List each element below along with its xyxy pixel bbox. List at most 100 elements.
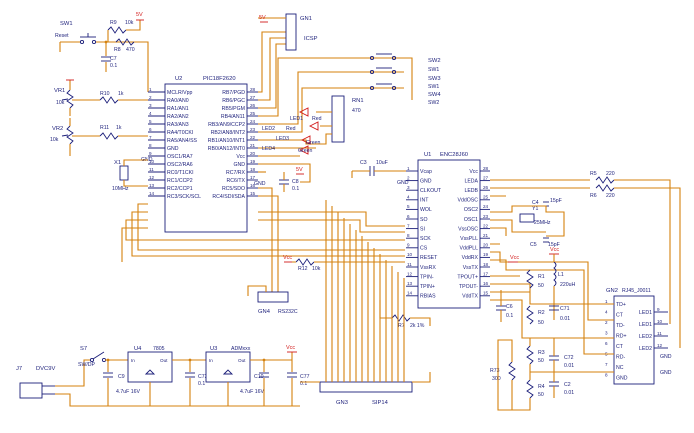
mcu-right-pin-num-1: 27 bbox=[250, 95, 256, 100]
c2-capacitor: C2 0.01 bbox=[549, 381, 574, 396]
tact-switch-sw2[interactable]: SW2 SW1 bbox=[369, 53, 441, 73]
enc-left-pin-num-0: 1 bbox=[407, 166, 410, 171]
enc-right-pin-num-8: 20 bbox=[483, 243, 489, 248]
mcu-right-pin-num-4: 24 bbox=[250, 119, 256, 124]
r8-ref: R8 bbox=[114, 47, 121, 53]
plus5-label-icsp: 5V bbox=[259, 15, 266, 21]
mcu-left-pin-name-10: RC0/T1CKI bbox=[167, 170, 194, 176]
r73-ref: R73 bbox=[490, 368, 500, 374]
c2-ref: C2 bbox=[564, 382, 571, 388]
icsp-header[interactable]: GN1 ICSP bbox=[285, 13, 318, 51]
r11-value: 1k bbox=[116, 125, 122, 131]
enc-right-pin-name-6: VssOSC bbox=[458, 226, 478, 232]
tact-switch-sw4[interactable]: SW4 SW2 bbox=[369, 83, 441, 106]
enc-ref: U1 bbox=[424, 152, 431, 158]
mcu-left-pin-name-8: OSC1/RA7 bbox=[167, 154, 193, 160]
r9-ref: R9 bbox=[110, 20, 117, 26]
power-switch[interactable]: S7 SW/DP bbox=[78, 346, 107, 368]
enc-left-pin-name-3: INT bbox=[420, 198, 429, 204]
enc-right-pin-num-13: 15 bbox=[483, 291, 489, 296]
y1-ref: Y1 bbox=[532, 206, 538, 212]
rj45-connector[interactable]: GN2 RJ45_J0011 bbox=[606, 288, 655, 385]
c71-ref: C71 bbox=[560, 306, 570, 312]
reset-switch[interactable]: SW1 Reset bbox=[55, 21, 97, 45]
c8-value: 0.1 bbox=[292, 186, 299, 192]
vr1-potentiometer[interactable]: VR1 10k bbox=[54, 88, 74, 109]
c7-ref: C7 bbox=[110, 56, 117, 62]
vr2-potentiometer[interactable]: VR2 10k bbox=[50, 125, 74, 145]
r2-value: 50 bbox=[538, 320, 544, 326]
led1-ref: LED1 bbox=[290, 116, 303, 122]
c6-ref: C6 bbox=[506, 304, 513, 310]
r8-resistor: R8 470 bbox=[114, 38, 135, 53]
enc-right-pin-num-3: 25 bbox=[483, 195, 489, 200]
rj45-left-pin-2: TD- bbox=[616, 323, 625, 329]
mcu-right-pin-name-2: RB5/PGM bbox=[222, 106, 245, 112]
tact-switch-sw3[interactable]: SW3 SW1 bbox=[369, 67, 441, 90]
mcu-ref: U2 bbox=[175, 76, 182, 82]
j7-value: DVC9V bbox=[36, 366, 55, 372]
rj45-right-num-1: 10 bbox=[657, 319, 663, 324]
r12-ref: R12 bbox=[298, 266, 308, 272]
enc-right-pin-num-9: 19 bbox=[483, 252, 489, 257]
u3-out-label: Out bbox=[238, 358, 246, 363]
enc-left-pin-num-7: 8 bbox=[407, 233, 410, 238]
c9-ref: C9 bbox=[118, 374, 125, 380]
led-resistor-network: RN1 470 bbox=[331, 95, 364, 143]
r5-value: 220 bbox=[606, 171, 615, 177]
enc-chip: U1 ENC28J60 bbox=[417, 152, 481, 309]
r4-value: 50 bbox=[538, 392, 544, 398]
enc-left-pin-num-4: 5 bbox=[407, 204, 410, 209]
mcu-left-pin-name-13: RC3/SCK/SCL bbox=[167, 194, 201, 200]
c9-value: 4.7uF 16V bbox=[116, 389, 140, 395]
rs232-connector[interactable]: GN4 RS232C bbox=[257, 291, 298, 315]
sw3-ref: SW3 bbox=[428, 76, 441, 82]
x1-ref: X1 bbox=[114, 160, 121, 166]
c71-capacitor: C71 0.01 bbox=[549, 305, 570, 322]
enc-left-pin-name-1: GND bbox=[420, 178, 432, 184]
x1-value: 10MHz bbox=[112, 186, 129, 192]
mcu-right-pin-name-10: RC7/RX bbox=[226, 170, 246, 176]
plus5-symbol-c8: 5V bbox=[296, 167, 304, 175]
mcu-right-pin-name-5: RB2/AN8/INT2 bbox=[211, 130, 245, 136]
c72-ref: C72 bbox=[564, 355, 574, 361]
r12-resistor: R12 10k bbox=[295, 258, 321, 272]
vcc-label-r12: Vcc bbox=[283, 255, 292, 261]
u3-value: ADMxxx bbox=[231, 346, 251, 352]
led2-ref: LED2 bbox=[262, 126, 275, 132]
r2-resistor: R2 50 bbox=[526, 305, 545, 326]
c10-capacitor: C10 4.7uF 16V bbox=[240, 372, 269, 395]
icsp-ref: GN1 bbox=[300, 16, 312, 22]
mcu-right-pin-num-0: 28 bbox=[250, 87, 256, 92]
mcu-left-pin-name-0: MCLR/Vpp bbox=[167, 90, 192, 96]
r10-ref: R10 bbox=[100, 91, 110, 97]
enc-right-pin-num-2: 26 bbox=[483, 185, 489, 190]
l1-inductor: L1 220uH bbox=[553, 261, 576, 288]
rj45-right-pin-0: LED1 bbox=[639, 310, 652, 316]
c5-ref: C5 bbox=[530, 242, 537, 248]
enc-right-pin-num-7: 21 bbox=[483, 233, 489, 238]
sip14-header[interactable]: GN3 SIP14 bbox=[319, 381, 413, 406]
enc-left-pin-name-2: CLKOUT bbox=[420, 188, 442, 194]
mcu-left-pin-name-12: RC2/CCP1 bbox=[167, 186, 193, 192]
r1-ref: R1 bbox=[538, 274, 545, 280]
vr2-value: 10k bbox=[50, 137, 59, 143]
r3-ref: R3 bbox=[538, 350, 545, 356]
vr1-ref: VR1 bbox=[54, 88, 65, 94]
mcu-left-pin-num-9: 10 bbox=[149, 159, 155, 164]
led-3: LED3 Green bbox=[276, 135, 321, 146]
r7-resistor: R7 2k 1% bbox=[391, 314, 425, 329]
enc-left-pin-num-2: 3 bbox=[407, 185, 410, 190]
vcc-symbol-enc: Vcc bbox=[508, 255, 519, 263]
vr1-value: 10k bbox=[56, 100, 65, 106]
r6-ref: R6 bbox=[590, 193, 597, 199]
enc-left-pin-name-5: SO bbox=[420, 217, 428, 223]
c5-capacitor: C5 15pF bbox=[530, 237, 560, 248]
sip-value: SIP14 bbox=[372, 400, 389, 406]
enc-left-pin-name-8: CS bbox=[420, 246, 428, 252]
rj45-ref: GN2 bbox=[606, 288, 618, 294]
mcu-left-pin-num-8: 9 bbox=[149, 151, 152, 156]
enc-left-pin-num-6: 7 bbox=[407, 223, 410, 228]
enc-left-pin-num-5: 6 bbox=[407, 214, 410, 219]
